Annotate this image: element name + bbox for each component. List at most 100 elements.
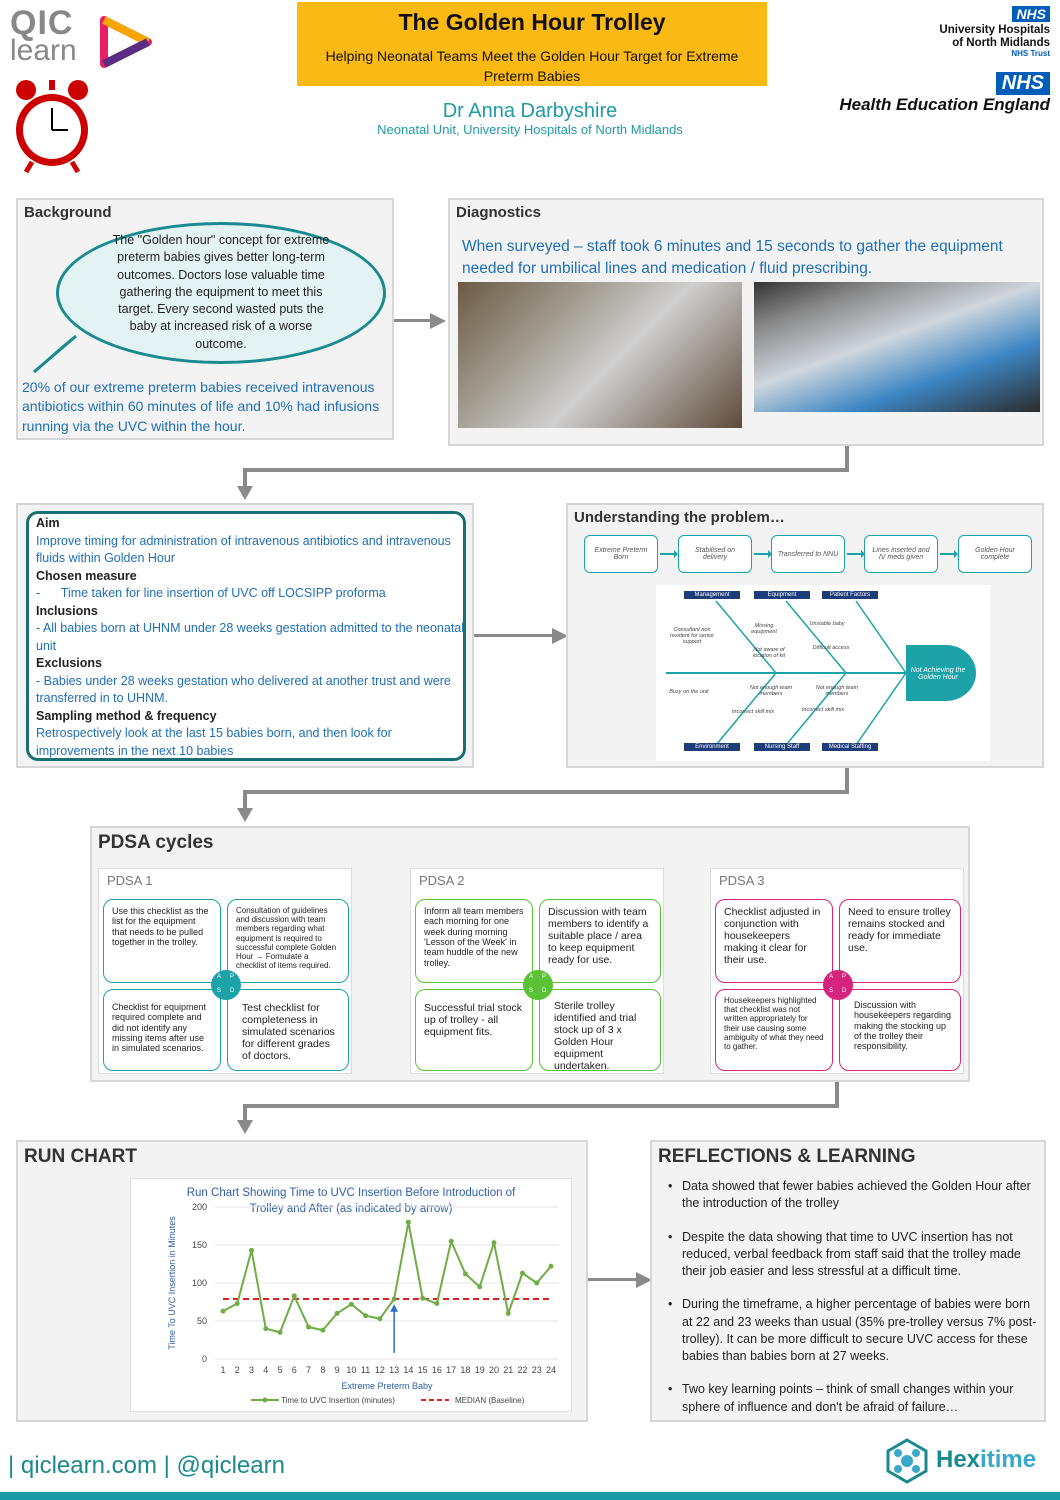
x-tick-label: 17 [446, 1365, 456, 1375]
arrow-down-icon-2 [237, 808, 253, 822]
pdsa-1-study: Checklist for equipment required complet… [103, 989, 221, 1071]
pdsa-3-study: Housekeepers highlighted that checklist … [715, 989, 833, 1071]
problem-title: Understanding the problem… [574, 509, 785, 526]
nhs-badge: NHS [1012, 6, 1050, 22]
x-tick-label: 6 [292, 1365, 297, 1375]
pdsa-1-do: Consultation of guidelines and discussio… [227, 899, 349, 983]
footer-links[interactable]: | qiclearn.com | @qiclearn [8, 1452, 285, 1479]
uvc-time-point [391, 1296, 397, 1302]
speech-bubble [56, 222, 386, 364]
cause-busy-unit: Busy on the unit [669, 689, 709, 695]
connector-1-down [243, 468, 247, 490]
uvc-time-point [291, 1293, 297, 1299]
exclusions-text: - Babies under 28 weeks gestation who de… [36, 673, 451, 706]
x-tick-label: 21 [503, 1365, 513, 1375]
arrow-head-icon-2 [552, 628, 568, 644]
cause-missing-equipment: Missing equipment [751, 623, 777, 635]
cause-skill-mix-2: Incorrect skill mix [801, 707, 845, 713]
arrow-head-icon [430, 313, 446, 329]
uvc-time-point [334, 1310, 340, 1316]
x-tick-label: 15 [418, 1365, 428, 1375]
uvc-time-point [277, 1329, 283, 1335]
nhs-badge-2: NHS [995, 72, 1050, 95]
pdsa-panel: PDSA cycles PDSA 1 Use this checklist as… [90, 826, 970, 1082]
uvc-time-point [220, 1308, 226, 1314]
uvc-time-line [222, 1222, 552, 1334]
pdsa-cycle-1: PDSA 1 Use this checklist as the list fo… [98, 868, 352, 1074]
flow-step-1: Extreme Preterm Born [584, 535, 658, 573]
uvc-time-point [434, 1301, 440, 1307]
fishbone-diagram: Management Equipment Patient Factors Env… [656, 585, 990, 761]
connector-2-h [243, 790, 849, 794]
arrow-down-icon [237, 486, 253, 500]
hee-logo: NHS Health Education England [820, 72, 1050, 115]
pdsa-2-act: Sterile trolley identified and trial sto… [539, 989, 661, 1072]
cause-location-kit: Not aware of location of kit [752, 647, 786, 659]
alarm-clock-icon [16, 80, 88, 174]
reflection-item-1: Data showed that fewer babies achieved t… [658, 1178, 1042, 1213]
connector-1-v [845, 446, 849, 470]
author-affiliation: Neonatal Unit, University Hospitals of N… [377, 122, 683, 137]
background-title: Background [24, 204, 112, 221]
trolley-photo [458, 282, 742, 428]
aim-text: Improve timing for administration of int… [36, 533, 451, 566]
category-environment: Environment [684, 743, 740, 751]
pdsa-1-act: Test checklist for completeness in simul… [227, 989, 349, 1071]
flow-step-5: Golden Hour complete [958, 535, 1032, 573]
x-tick-label: 16 [432, 1365, 442, 1375]
connector-3-h [243, 1104, 839, 1108]
x-tick-label: 23 [532, 1365, 542, 1375]
x-tick-label: 1 [220, 1365, 225, 1375]
flow-step-3: Transferred to NNU [771, 535, 845, 573]
cause-team-members-1: Not enough team members [749, 685, 793, 697]
uvc-time-point [405, 1219, 411, 1225]
pdsa-1-label: PDSA 1 [107, 873, 153, 888]
category-nursing-staff: Nursing Staff [754, 743, 810, 751]
arrow-head-icon-3 [636, 1272, 652, 1288]
inclusions-heading: Inclusions [36, 603, 98, 618]
reflection-item-4: Two key learning points – think of small… [658, 1381, 1042, 1416]
hee-name: Health Education England [839, 95, 1050, 114]
pdsa-cycle-3: PDSA 3 Checklist adjusted in conjunction… [710, 868, 964, 1074]
runchart-panel-title: RUN CHART [24, 1146, 137, 1167]
hexitime-brand-b: itime [980, 1446, 1037, 1473]
background-stat: 20% of our extreme preterm babies receiv… [22, 379, 380, 434]
cause-skill-mix-1: Incorrect skill mix [731, 709, 775, 715]
connector-1-h [243, 468, 849, 472]
cause-team-members-2: Not enough team members [815, 685, 859, 697]
uvc-time-point [234, 1301, 240, 1307]
arrow-bg-to-diag [394, 319, 434, 322]
diagnostics-panel: Diagnostics When surveyed – staff took 6… [448, 198, 1044, 446]
y-tick-label: 200 [192, 1202, 207, 1212]
uvc-time-point [505, 1310, 511, 1316]
uvc-time-point [306, 1324, 312, 1330]
x-tick-label: 24 [546, 1365, 556, 1375]
legend-marker-uvc [262, 1397, 268, 1403]
pdsa-3-do: Need to ensure trolley remains stocked a… [839, 899, 961, 983]
uvc-time-point [377, 1316, 383, 1322]
play-triangle-icon [100, 16, 152, 68]
pdsa-2-label: PDSA 2 [419, 873, 465, 888]
connector-2-v [845, 768, 849, 792]
footer-bar [0, 1492, 1060, 1500]
cause-difficult-access: Difficult access [812, 645, 850, 651]
x-tick-label: 22 [517, 1365, 527, 1375]
trust-name-line2: of North Midlands [952, 36, 1050, 49]
pdsa-3-label: PDSA 3 [719, 873, 765, 888]
trust-name-line1: University Hospitals [939, 24, 1050, 36]
connector-2-down [243, 790, 247, 812]
sampling-heading: Sampling method & frequency [36, 708, 217, 723]
problem-panel: Understanding the problem… Extreme Prete… [566, 503, 1044, 768]
diagnostics-text: When surveyed – staff took 6 minutes and… [462, 238, 1003, 277]
chart-title: Run Chart Showing Time to UVC Insertion … [186, 1187, 516, 1216]
x-tick-label: 19 [475, 1365, 485, 1375]
uvc-time-point [249, 1247, 255, 1253]
connector-3-v [835, 1082, 839, 1106]
uvc-time-point [448, 1238, 454, 1244]
runchart-panel: RUN CHART Run Chart Showing Time to UVC … [16, 1140, 588, 1422]
arrow-chart-to-refl [588, 1278, 640, 1281]
hexitime-brand: Hexitime [936, 1446, 1036, 1474]
flow-arrows [660, 550, 958, 558]
